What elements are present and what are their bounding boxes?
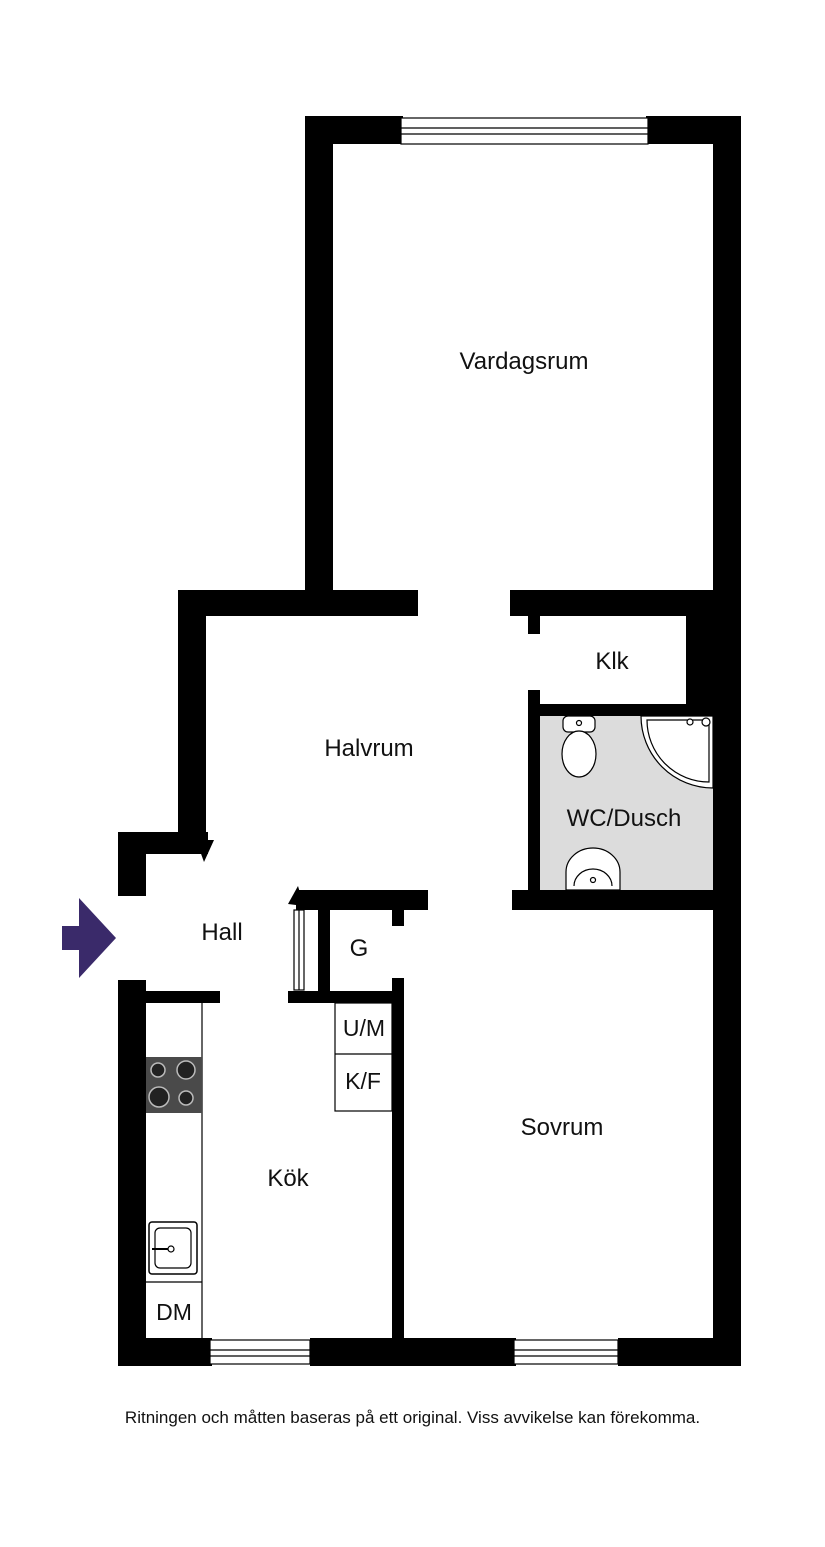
kitchen-counter [146, 1003, 203, 1338]
room-label-hall: Hall [201, 919, 242, 946]
room-label-g: G [350, 935, 369, 962]
window-top [400, 117, 649, 145]
disclaimer-text: Ritningen och måtten baseras på ett orig… [124, 1408, 701, 1427]
appliance-column [334, 1002, 393, 1112]
entrance-arrow-icon [62, 898, 116, 978]
room-label-klk: Klk [595, 648, 629, 675]
toilet-icon [561, 715, 597, 778]
stove-icon [146, 1057, 202, 1113]
room-label-wc-dusch: WC/Dusch [567, 805, 682, 832]
shower-icon [640, 715, 714, 789]
fixture-label-um: U/M [343, 1015, 385, 1041]
window-kitchen [209, 1339, 311, 1365]
window-bedroom [513, 1339, 619, 1365]
walls [118, 116, 741, 1366]
room-label-kok: Kök [267, 1165, 309, 1192]
fixture-label-dm: DM [156, 1299, 192, 1325]
washbasin-icon [565, 847, 621, 891]
kitchen-sink-icon [148, 1221, 198, 1275]
room-label-sovrum: Sovrum [521, 1114, 604, 1141]
closet-doors [293, 909, 305, 991]
room-label-vardagsrum: Vardagsrum [460, 348, 589, 375]
room-label-halvrum: Halvrum [324, 735, 413, 762]
fixture-label-kf: K/F [345, 1068, 381, 1094]
